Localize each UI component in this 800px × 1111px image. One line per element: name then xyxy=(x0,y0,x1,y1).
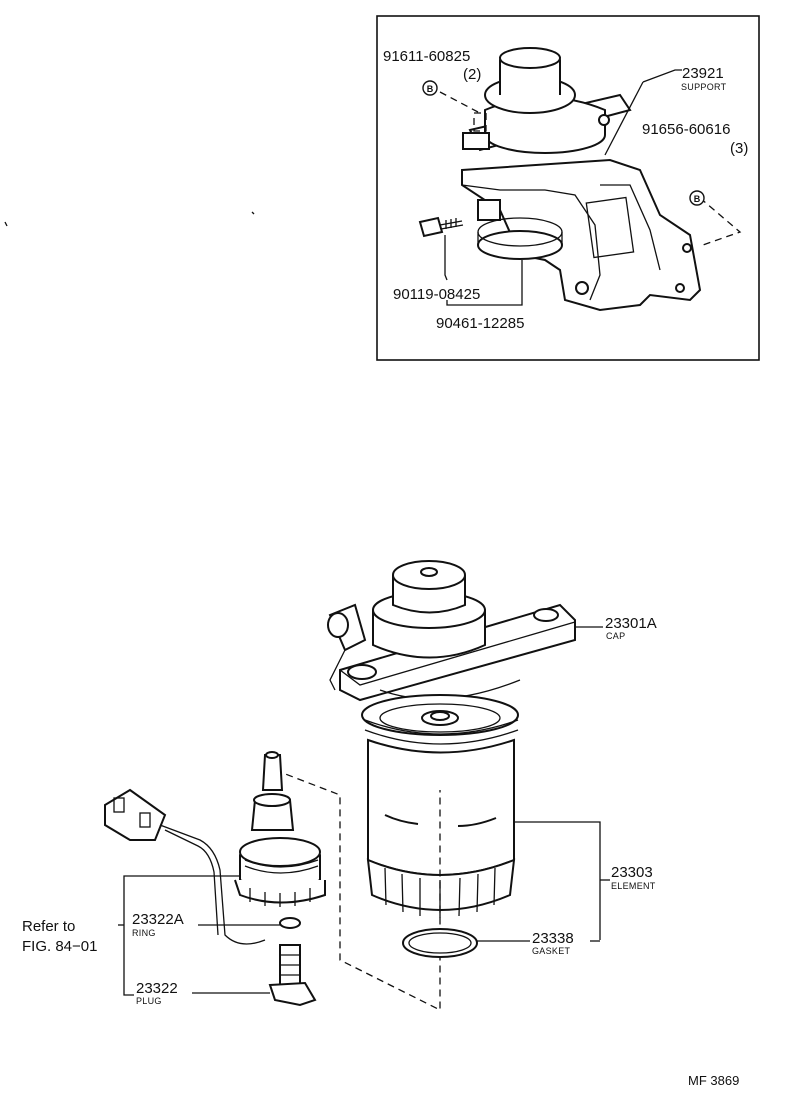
label-ring: RING xyxy=(132,928,156,938)
figure-code: MF 3869 xyxy=(688,1073,739,1088)
leader-23921 xyxy=(642,69,682,83)
inset-frame xyxy=(376,15,760,361)
badge-91656: B xyxy=(689,190,705,206)
label-cap: CAP xyxy=(606,631,625,641)
support-bracket-drawing xyxy=(418,47,742,312)
label-23322A: 23322A xyxy=(132,911,184,928)
leader-bracket-right xyxy=(514,821,601,940)
label-91656-60616: 91656-60616 xyxy=(642,121,730,138)
gasket-drawing xyxy=(402,928,478,958)
sensor-drawing xyxy=(104,751,326,1007)
label-support: SUPPORT xyxy=(681,82,727,92)
svg-text:B: B xyxy=(427,84,434,94)
stray-mark xyxy=(4,221,8,227)
leader-23921-b xyxy=(604,81,644,156)
label-23921: 23921 xyxy=(682,65,724,82)
filter-cap-drawing xyxy=(327,560,576,702)
label-23301A: 23301A xyxy=(605,615,657,632)
filter-element-drawing xyxy=(274,694,519,1012)
reference-line-1: Refer to xyxy=(22,918,75,935)
label-90461-12285: 90461-12285 xyxy=(436,315,524,332)
label-90119-08425: 90119-08425 xyxy=(393,286,480,303)
leader-bracket-left xyxy=(123,875,240,996)
label-91656-qty: (3) xyxy=(730,140,748,157)
leader-90119 xyxy=(444,235,448,281)
label-gasket: GASKET xyxy=(532,946,571,956)
svg-text:B: B xyxy=(694,194,701,204)
label-91611-qty: (2) xyxy=(463,66,481,83)
reference-line-2: FIG. 84−01 xyxy=(22,938,97,955)
label-plug: PLUG xyxy=(136,996,162,1006)
leader-90461 xyxy=(446,260,523,306)
label-23303: 23303 xyxy=(611,864,653,881)
label-23322: 23322 xyxy=(136,980,178,997)
label-element: ELEMENT xyxy=(611,881,656,891)
stray-mark-2 xyxy=(251,211,255,215)
badge-91611: B xyxy=(422,80,438,96)
label-91611-60825: 91611-60825 xyxy=(383,48,470,65)
label-23338: 23338 xyxy=(532,930,574,947)
